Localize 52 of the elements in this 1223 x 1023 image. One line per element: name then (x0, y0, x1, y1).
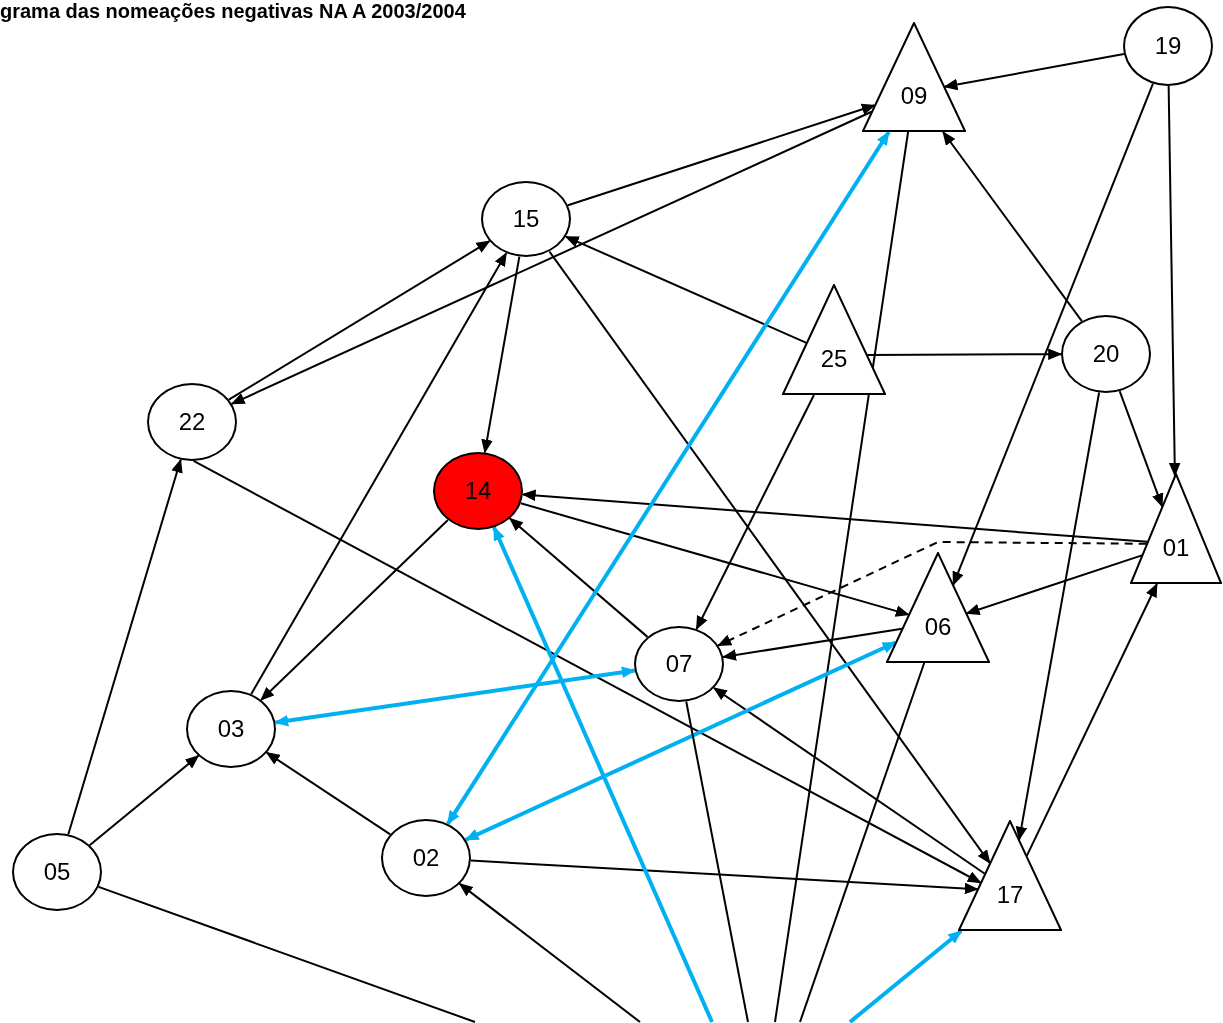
arrow (508, 517, 649, 638)
connector-line (97, 885, 476, 1023)
arrow (848, 929, 963, 1023)
triangle-node: 09 (862, 22, 966, 132)
arrow (943, 53, 1125, 91)
arrow (265, 751, 392, 836)
arrow (464, 640, 897, 842)
arrow (548, 250, 991, 865)
arrow (695, 394, 815, 631)
arrow (67, 458, 183, 836)
arrow (1118, 390, 1164, 508)
triangle-node: 25 (782, 284, 886, 395)
diagram-title: grama das nomeações negativas NA A 2003/2004 (0, 0, 466, 22)
circle-node: 20 (1061, 315, 1151, 393)
arrow (717, 541, 1148, 647)
circle-node: 15 (481, 181, 571, 257)
arrow (481, 255, 521, 454)
connector-line (774, 131, 910, 1023)
arrow (88, 754, 200, 847)
circle-node: 02 (381, 819, 471, 897)
arrow (567, 103, 876, 207)
arrow (274, 666, 636, 727)
circle-node: 22 (147, 383, 237, 461)
circle-node: 05 (12, 833, 102, 911)
arrow (564, 235, 808, 344)
arrow (260, 519, 449, 701)
arrow (722, 627, 904, 661)
arrow (192, 460, 982, 884)
arrow (952, 82, 1154, 586)
triangle-node: 01 (1130, 473, 1222, 584)
arrow (942, 131, 1083, 323)
triangle-node: 17 (958, 820, 1062, 931)
arrow (458, 882, 641, 1023)
circle-node: 19 (1123, 6, 1213, 86)
arrow (230, 110, 873, 405)
circle-node: 03 (186, 690, 276, 768)
arrow (492, 526, 714, 1023)
arrow (1167, 85, 1181, 477)
arrow (469, 859, 979, 895)
circle-node: 07 (634, 626, 724, 702)
arrow (250, 252, 508, 696)
arrow (866, 348, 1063, 361)
connector-line (685, 700, 749, 1023)
triangle-node: 06 (886, 552, 990, 663)
arrow (227, 240, 491, 401)
connector-line (799, 662, 926, 1023)
arrow (712, 686, 986, 875)
arrow (521, 489, 1149, 543)
arrow (519, 502, 910, 617)
arrow (1015, 391, 1101, 841)
circle-node: 14 (433, 452, 523, 530)
arrow (965, 554, 1143, 615)
